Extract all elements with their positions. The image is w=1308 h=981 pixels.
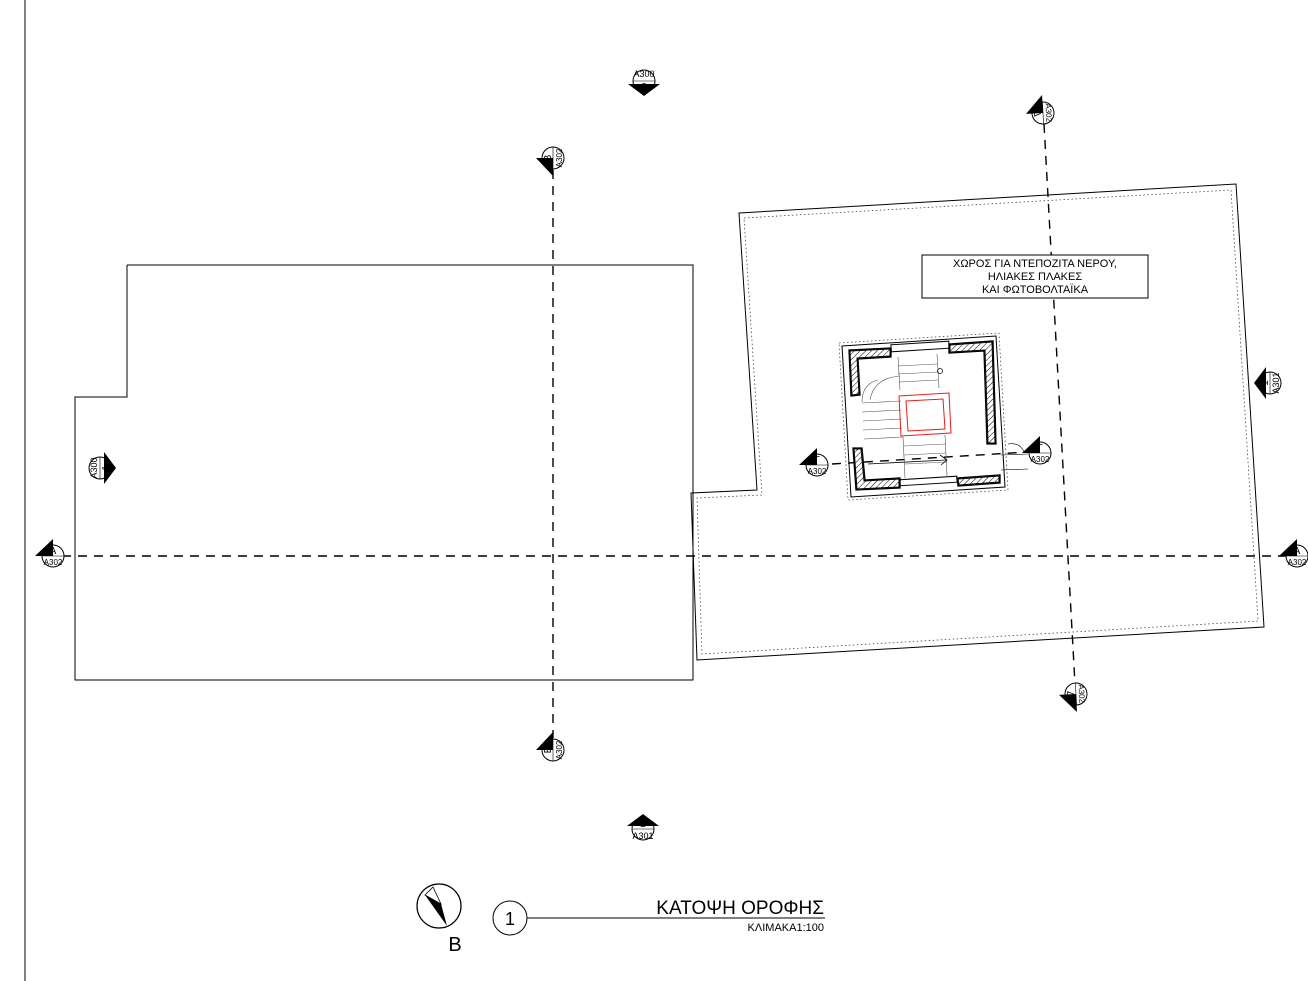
section-marker-d-bottom: A302 Δ [1059, 682, 1088, 712]
svg-text:2: 2 [640, 819, 646, 830]
section-marker-b-bottom: B A302 [536, 732, 565, 762]
section-line-d [1043, 123, 1076, 685]
note-box [921, 254, 1149, 299]
svg-text:1: 1 [101, 465, 112, 471]
north-arrow: B [416, 883, 462, 956]
stair-core [838, 332, 1029, 501]
void-inner [905, 398, 946, 432]
section-marker-g-right: Γ A302 [1022, 436, 1052, 465]
void-outer [898, 392, 952, 437]
elevation-marker-a301-2: 2 A301 [627, 814, 659, 841]
elevation-marker-a300-2: A300 2 [628, 69, 660, 96]
section-marker-g-left: Γ A302 [799, 448, 829, 477]
north-label: B [448, 934, 461, 956]
svg-text:A301: A301 [632, 831, 653, 841]
svg-text:A302: A302 [1288, 558, 1307, 567]
svg-text:A302: A302 [1077, 684, 1087, 704]
svg-text:A: A [50, 546, 57, 557]
right-roof-parapet [696, 189, 1259, 655]
svg-text:Γ: Γ [814, 455, 820, 466]
svg-text:A300: A300 [89, 457, 99, 478]
section-marker-d-top: A302 Δ [1026, 95, 1055, 125]
note-line-3: ΚΑΙ ΦΩΤΟΒΟΛΤΑΪΚΑ [982, 284, 1089, 296]
svg-text:A: A [1294, 546, 1301, 557]
section-marker-b-top: B A302 [536, 146, 565, 176]
svg-text:A300: A300 [633, 69, 654, 79]
svg-text:A302: A302 [1044, 103, 1054, 123]
note-line-2: ΗΛΙΑΚΕΣ ΠΛΑΚΕΣ [988, 271, 1083, 283]
svg-text:B: B [543, 154, 554, 161]
svg-text:B: B [543, 746, 554, 753]
drawing-title-block: 1 ΚΑΤΟΨΗ ΟΡΟΦΗΣ ΚΛΙΜΑΚΑ1:100 [492, 898, 825, 936]
svg-text:A302: A302 [808, 467, 827, 476]
svg-text:2: 2 [641, 82, 647, 93]
elevation-marker-a301-1: 1 A301 [1254, 367, 1282, 399]
svg-text:Δ: Δ [1031, 110, 1042, 118]
svg-text:A302: A302 [1031, 455, 1050, 464]
view-number: 1 [505, 909, 515, 929]
elevation-marker-a300-1: A300 1 [88, 452, 116, 484]
svg-text:A301: A301 [1271, 372, 1281, 393]
right-roof-outline [690, 183, 1265, 661]
svg-text:A302: A302 [44, 558, 63, 567]
svg-text:1: 1 [1260, 380, 1271, 386]
roof-note: ΧΩΡΟΣ ΓΙΑ ΝΤΕΠΟΖΙΤΑ ΝΕΡΟΥ, ΗΛΙΑΚΕΣ ΠΛΑΚΕ… [921, 254, 1149, 299]
section-line-g [831, 451, 1029, 465]
svg-text:A302: A302 [555, 740, 564, 759]
note-line-1: ΧΩΡΟΣ ΓΙΑ ΝΤΕΠΟΖΙΤΑ ΝΕΡΟΥ, [953, 258, 1117, 270]
left-roof-outline [74, 264, 694, 681]
stair-direction-arrow [867, 459, 947, 465]
svg-text:A302: A302 [555, 148, 564, 167]
drawing-scale: ΚΛΙΜΑΚΑ1:100 [748, 922, 824, 934]
section-marker-a-right: A A302 [1279, 539, 1308, 568]
section-marker-a-left: A A302 [35, 539, 65, 568]
svg-text:Δ: Δ [1064, 691, 1075, 699]
drawing-title: ΚΑΤΟΨΗ ΟΡΟΦΗΣ [656, 898, 824, 919]
svg-text:Γ: Γ [1037, 443, 1043, 454]
